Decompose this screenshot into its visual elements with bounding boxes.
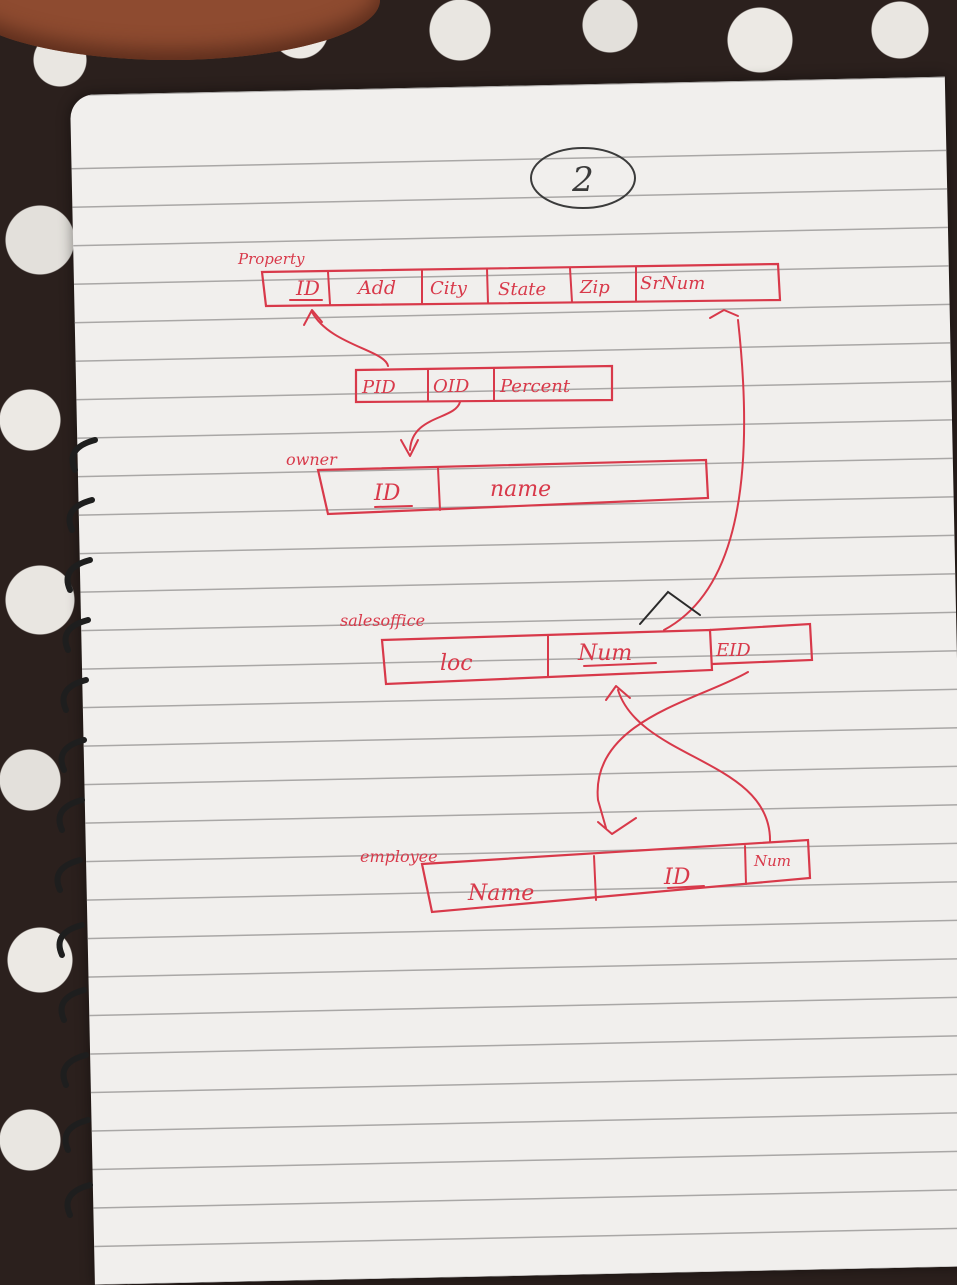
- page-number-circle: [530, 147, 636, 209]
- salesoffice-label: salesoffice: [340, 611, 425, 630]
- owner-field-name: name: [490, 477, 551, 502]
- owner-table: [316, 458, 710, 516]
- property-table: [260, 262, 782, 308]
- arrowhead: [605, 685, 631, 701]
- employee-num-to-salesoffice-arrow: [617, 689, 772, 843]
- property-field-state: State: [498, 279, 546, 300]
- arrowhead: [400, 439, 419, 457]
- owner-field-id: ID: [373, 481, 401, 506]
- ownership-field-percent: Percent: [499, 376, 571, 397]
- page-number: 2: [571, 160, 594, 200]
- property-label: Property: [237, 250, 305, 268]
- ownership-field-pid: PID: [361, 377, 396, 398]
- employee-field-name: Name: [467, 881, 534, 906]
- salesoffice-eid-cell: [709, 622, 814, 666]
- pencil-arrowhead: [639, 590, 701, 625]
- salesoffice-table: [380, 628, 714, 686]
- property-field-zip: Zip: [579, 277, 610, 298]
- arrowhead: [303, 309, 323, 326]
- property-field-add: Add: [356, 277, 396, 299]
- employee-field-num: Num: [753, 852, 791, 870]
- oid-to-owner-arrow: [409, 401, 461, 451]
- eid-to-employee-arrow: [596, 671, 749, 829]
- employee-label: employee: [360, 847, 438, 866]
- ownership-field-oid: OID: [433, 376, 470, 397]
- employee-table: [420, 838, 812, 914]
- salesoffice-field-num: Num: [577, 641, 632, 666]
- employee-field-id: ID: [663, 865, 691, 890]
- salesoffice-field-loc: loc: [440, 651, 473, 676]
- property-field-city: City: [430, 278, 468, 299]
- num-to-srnum-arrow: [663, 319, 746, 631]
- arrowhead: [597, 817, 637, 835]
- salesoffice-field-eid: EID: [715, 640, 751, 661]
- property-field-id: ID: [295, 276, 320, 300]
- arrowhead: [709, 309, 739, 319]
- owner-label: owner: [286, 450, 338, 469]
- property-field-srnum: SrNum: [640, 273, 705, 294]
- ownership-table: [354, 364, 614, 404]
- pid-to-property-arrow: [311, 311, 389, 367]
